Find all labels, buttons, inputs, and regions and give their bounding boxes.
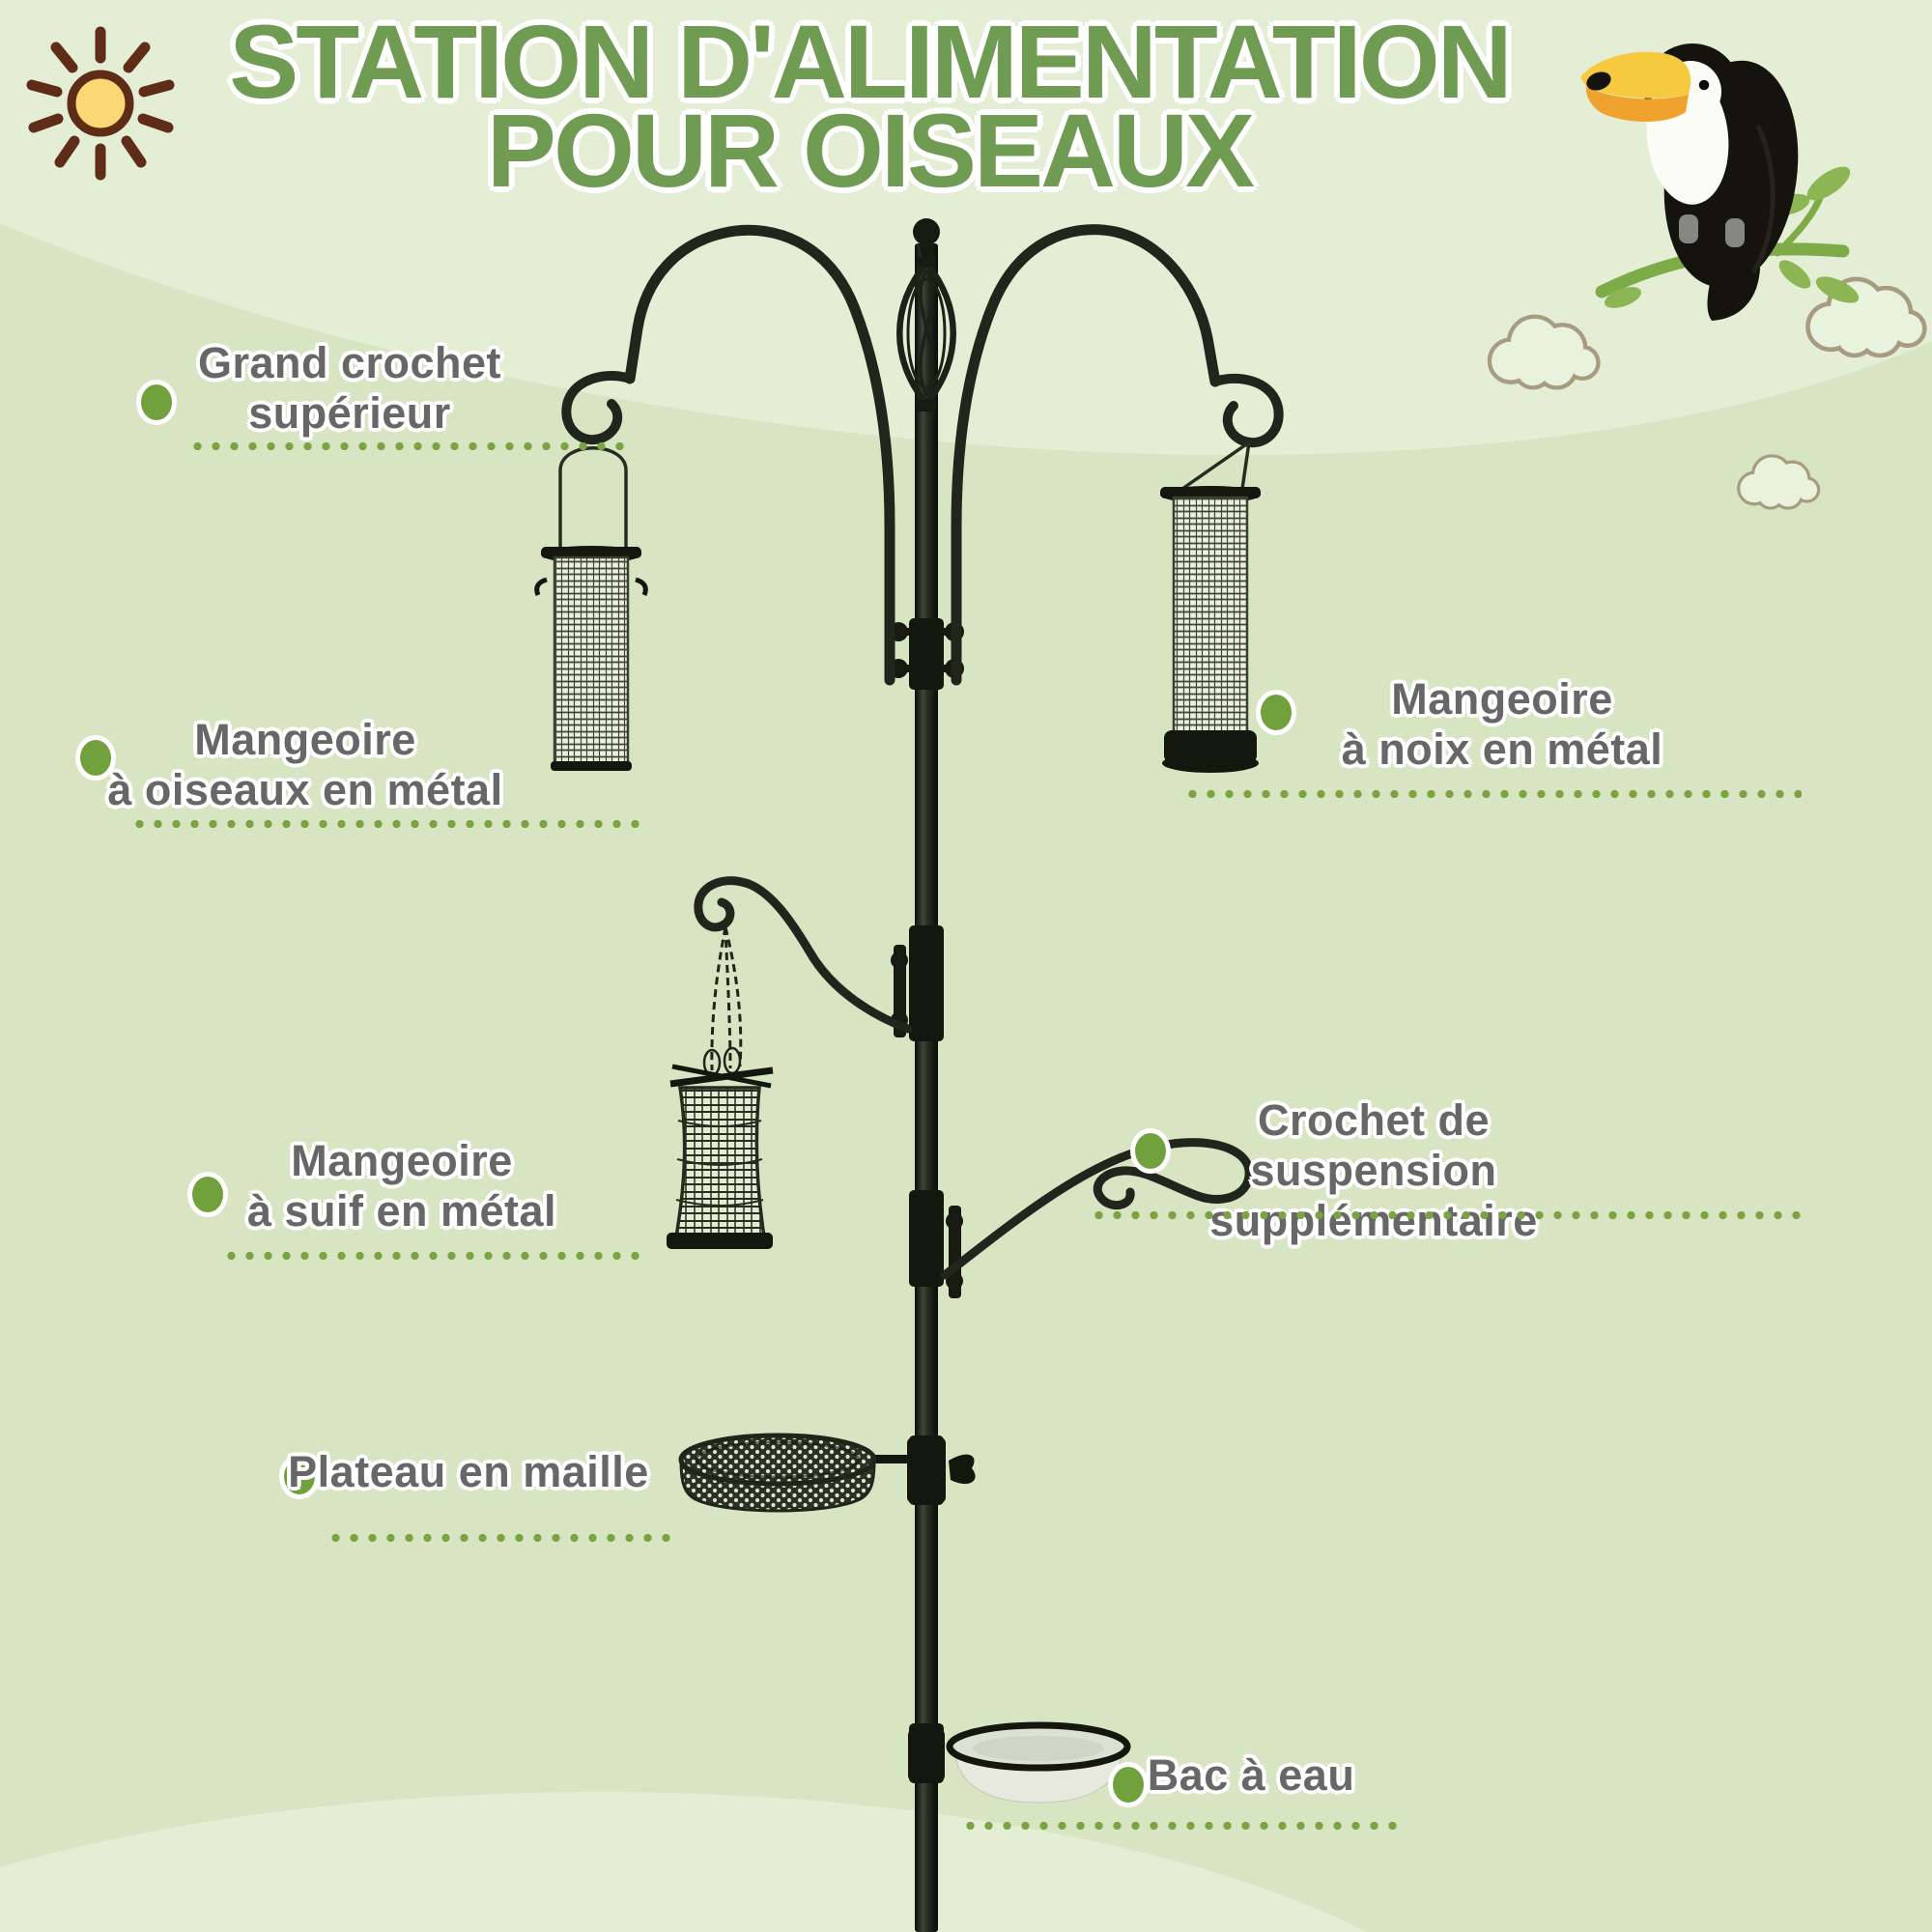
callout-line: à noix en métal <box>1341 724 1663 774</box>
right-tube-feeder <box>1160 440 1261 773</box>
dotted-leader-line <box>327 1533 678 1543</box>
right-top-hook <box>951 224 1284 686</box>
cage-ornament <box>896 260 956 407</box>
callout-line: Plateau en maille <box>288 1447 649 1496</box>
callout-line: supplémentaire <box>1209 1196 1538 1245</box>
bullet-dot <box>1113 1767 1144 1803</box>
callout-line: supérieur <box>248 388 451 438</box>
left-side-hook <box>694 876 913 1037</box>
callout-bird-feeder: Mangeoire à oiseaux en métal <box>102 715 508 815</box>
left-top-hook <box>561 224 895 686</box>
right-side-hook <box>940 1138 1254 1298</box>
bullet-dot <box>192 1177 223 1212</box>
callout-line: Mangeoire <box>194 715 416 764</box>
bullet-dot <box>1135 1133 1166 1169</box>
suet-cage-feeder <box>667 926 774 1249</box>
wing-nut <box>949 1454 976 1485</box>
water-dish <box>908 1721 1131 1804</box>
page-title: STATION D'ALIMENTATION POUR OISEAUX <box>145 3 1594 209</box>
callout-line: Mangeoire <box>1391 674 1613 724</box>
left-tube-feeder <box>534 446 648 771</box>
callout-line: Grand crochet <box>197 338 502 387</box>
callout-extra-hook: Crochet de suspension supplémentaire <box>1171 1095 1577 1246</box>
toucan-icon <box>1580 43 1860 321</box>
mesh-tray <box>678 1433 976 1513</box>
dotted-leader-line <box>222 1251 644 1261</box>
bullet-dot <box>1261 695 1292 730</box>
sun-icon <box>26 26 175 181</box>
bird-feeding-station <box>534 218 1284 1932</box>
bullet-dot <box>80 740 111 776</box>
callout-line: à suif en métal <box>246 1186 557 1236</box>
callout-line: Mangeoire <box>291 1136 513 1185</box>
callout-line: Crochet de suspension <box>1250 1095 1497 1195</box>
dotted-leader-line <box>1183 789 1802 799</box>
callout-suet-feeder: Mangeoire à suif en métal <box>209 1136 595 1236</box>
callout-top-hook: Grand crochet supérieur <box>156 338 543 439</box>
callout-mesh-tray: Plateau en maille <box>275 1447 662 1497</box>
finial-ball <box>913 218 940 245</box>
title-line-1: STATION D'ALIMENTATION <box>229 3 1513 120</box>
callout-nut-feeder: Mangeoire à noix en métal <box>1309 674 1695 775</box>
title-line-2: POUR OISEAUX <box>486 92 1255 209</box>
callout-water-tray: Bac à eau <box>1106 1750 1396 1801</box>
dotted-leader-line <box>961 1821 1404 1831</box>
dotted-leader-line <box>188 441 628 451</box>
bullet-dot <box>284 1459 315 1494</box>
callout-line: à oiseaux en métal <box>107 765 503 814</box>
dotted-leader-line <box>130 819 639 829</box>
dotted-leader-line <box>1090 1210 1804 1220</box>
bullet-dot <box>141 384 172 420</box>
callout-line: Bac à eau <box>1147 1750 1355 1800</box>
